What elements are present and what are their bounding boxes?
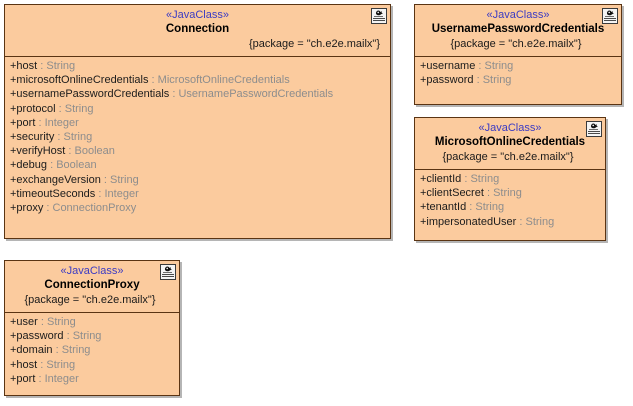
- java-class-icon: [160, 264, 176, 280]
- class-attributes: +host : String +microsoftOnlineCredentia…: [5, 57, 390, 219]
- attribute-row: +port : Integer: [10, 372, 79, 385]
- attribute-row: +password : String: [10, 330, 102, 343]
- attribute-row: +host : String: [10, 60, 76, 72]
- class-header: «JavaClass» MicrosoftOnlineCredentials {…: [415, 118, 605, 170]
- java-class-icon: [371, 8, 387, 24]
- attribute-row: +debug : Boolean: [10, 159, 97, 172]
- attribute-row: +timeoutSeconds : Integer: [10, 187, 139, 200]
- stereotype-label: «JavaClass»: [478, 122, 542, 134]
- attribute-row: +protocol : String: [10, 102, 94, 115]
- attribute-row: +password : String: [420, 74, 512, 87]
- java-class-icon: [586, 121, 602, 137]
- attribute-row: +port : Integer: [10, 116, 79, 129]
- attribute-row: +clientId : String: [420, 173, 500, 185]
- stereotype-label: «JavaClass»: [486, 9, 550, 21]
- attribute-row: +exchangeVersion : String: [10, 173, 139, 186]
- class-attributes: +user : String +password : String +domai…: [5, 313, 179, 390]
- uml-class-connection[interactable]: «JavaClass» Connection {package = "ch.e2…: [4, 4, 391, 239]
- attribute-row: +username : String: [420, 60, 514, 72]
- class-header: «JavaClass» UsernamePasswordCredentials …: [415, 5, 621, 57]
- stereotype-label: «JavaClass»: [60, 265, 124, 277]
- attribute-row: +security : String: [10, 131, 93, 144]
- package-tag: {package = "ch.e2e.mailx"}: [450, 38, 582, 50]
- class-name-label: Connection: [165, 23, 230, 35]
- package-tag: {package = "ch.e2e.mailx"}: [248, 38, 380, 50]
- attribute-row: +microsoftOnlineCredentials : MicrosoftO…: [10, 74, 290, 87]
- stereotype-label: «JavaClass»: [166, 9, 229, 21]
- attribute-row: +host : String: [10, 358, 76, 371]
- class-name-label: MicrosoftOnlineCredentials: [434, 136, 586, 148]
- class-header: «JavaClass» Connection {package = "ch.e2…: [5, 5, 390, 57]
- uml-class-connection-proxy[interactable]: «JavaClass» ConnectionProxy {package = "…: [4, 260, 180, 396]
- attribute-row: +user : String: [10, 316, 76, 328]
- attribute-row: +verifyHost : Boolean: [10, 145, 115, 158]
- attribute-row: +clientSecret : String: [420, 187, 522, 200]
- package-tag: {package = "ch.e2e.mailx"}: [442, 151, 574, 163]
- attribute-row: +impersonatedUser : String: [420, 215, 555, 228]
- class-name-label: ConnectionProxy: [44, 279, 140, 291]
- class-attributes: +clientId : String +clientSecret : Strin…: [415, 170, 605, 233]
- uml-class-microsoft-online-credentials[interactable]: «JavaClass» MicrosoftOnlineCredentials {…: [414, 117, 606, 241]
- class-attributes: +username : String +password : String: [415, 57, 621, 91]
- attribute-row: +domain : String: [10, 344, 91, 357]
- attribute-row: +proxy : ConnectionProxy: [10, 202, 137, 215]
- class-name-label: UsernamePasswordCredentials: [431, 23, 605, 35]
- java-class-icon: [602, 8, 618, 24]
- class-header: «JavaClass» ConnectionProxy {package = "…: [5, 261, 179, 313]
- attribute-row: +tenantId : String: [420, 201, 505, 214]
- package-tag: {package = "ch.e2e.mailx"}: [24, 294, 156, 306]
- attribute-row: +usernamePasswordCredentials : UsernameP…: [10, 88, 334, 101]
- uml-class-username-password-credentials[interactable]: «JavaClass» UsernamePasswordCredentials …: [414, 4, 622, 105]
